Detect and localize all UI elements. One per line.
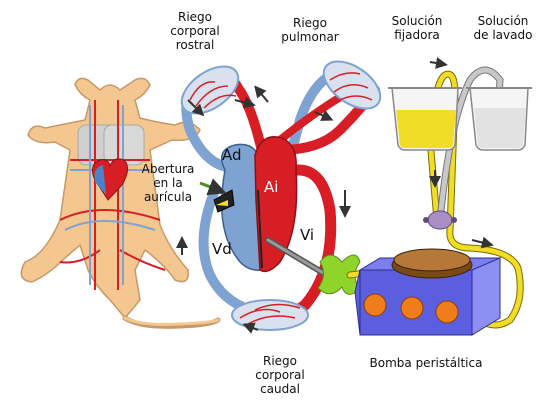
peristaltic-pump: [355, 249, 500, 335]
three-way-valve: [428, 211, 452, 229]
fixative-beaker: [388, 88, 462, 150]
label-riego-caudal: Riego corporal caudal: [250, 354, 310, 396]
wash-beaker: [466, 88, 532, 150]
label-abertura-auricula: Abertura en la aurícula: [138, 162, 198, 204]
label-vi: Vi: [300, 226, 314, 244]
label-bomba-peristaltica: Bomba peristáltica: [368, 356, 484, 370]
label-ai: Ai: [264, 178, 278, 196]
label-vd: Vd: [212, 240, 232, 258]
label-solucion-lavado: Solución de lavado: [470, 14, 536, 42]
label-riego-rostral: Riego corporal rostral: [160, 10, 230, 52]
label-ad: Ad: [222, 146, 242, 164]
label-riego-pulmonar: Riego pulmonar: [278, 16, 342, 44]
label-solucion-fijadora: Solución fijadora: [384, 14, 450, 42]
